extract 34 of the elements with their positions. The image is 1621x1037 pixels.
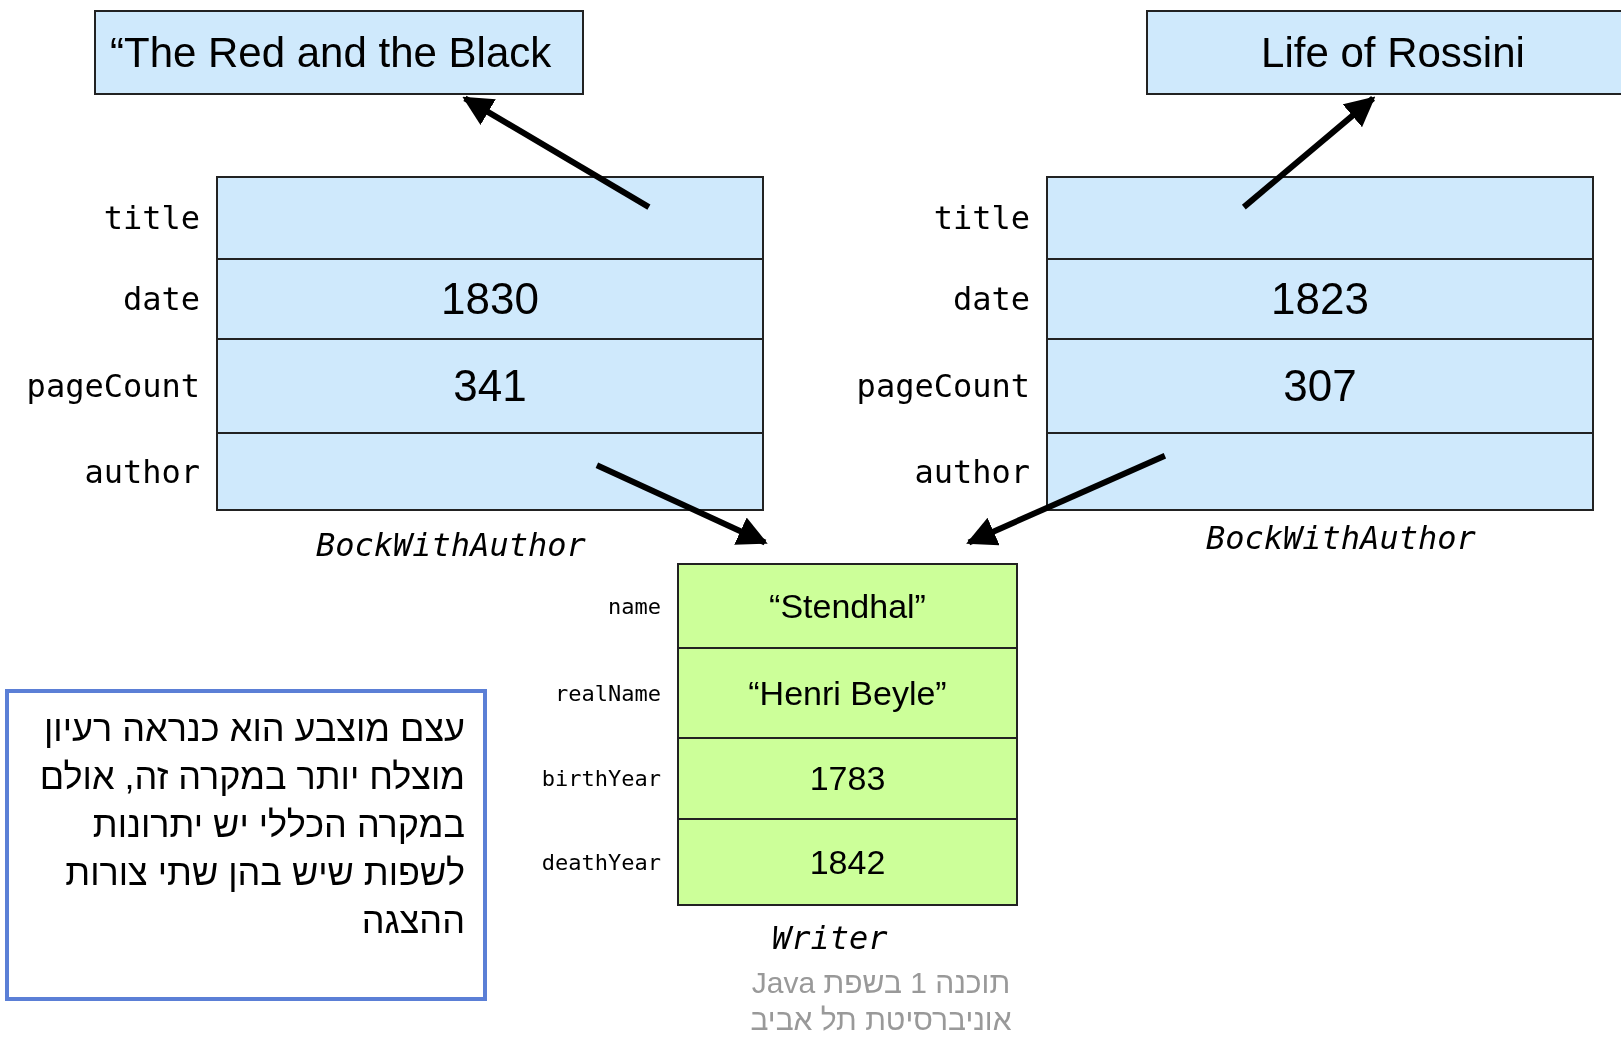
field-name: deathYear <box>541 849 661 875</box>
title-box <box>94 10 584 95</box>
field-name: title <box>103 199 200 237</box>
field-name: pageCount <box>856 367 1030 405</box>
class-name: BockWithAuthor <box>316 526 586 564</box>
field-value: 1783 <box>809 759 886 798</box>
arrow <box>966 452 1167 546</box>
note-text: עצם מוצבע הוא כנראה רעיון מוצלח יותר במקרה זה, אולם במקרה הכללי יש יתרונות לשפות שיש בהן שתי צורות ההצגה <box>5 689 487 1001</box>
field-name: birthYear <box>541 766 661 791</box>
field-name: name <box>608 593 661 619</box>
title-box <box>1146 10 1621 95</box>
arrow <box>462 95 651 210</box>
field-value: “Henri Beyle” <box>748 673 947 713</box>
field-name: date <box>952 280 1030 318</box>
field-value: 1823 <box>1271 274 1369 324</box>
class-name: Writer <box>772 919 888 957</box>
field-name: pageCount <box>26 367 200 405</box>
field-name: date <box>122 280 200 318</box>
field-value: 1830 <box>441 274 539 324</box>
field-name: author <box>84 452 200 491</box>
field-value: 341 <box>453 361 527 411</box>
field-value: 307 <box>1283 361 1357 411</box>
arrow <box>1241 96 1376 210</box>
class-name: BockWithAuthor <box>1206 519 1476 557</box>
field-name: realName <box>555 680 661 706</box>
field-name: author <box>914 452 1030 491</box>
title-text: Life of Rossini <box>1261 28 1525 77</box>
title-text: “The Red and the Black <box>110 28 552 77</box>
field-name: title <box>933 199 1030 237</box>
arrow <box>595 462 768 546</box>
footer-text: תוכנה 1 בשפת Java <box>750 966 1012 1000</box>
footer-text: אוניברסיטת תל אביב <box>749 1003 1013 1037</box>
field-value: “Stendhal” <box>769 586 926 626</box>
field-value: 1842 <box>809 842 886 882</box>
